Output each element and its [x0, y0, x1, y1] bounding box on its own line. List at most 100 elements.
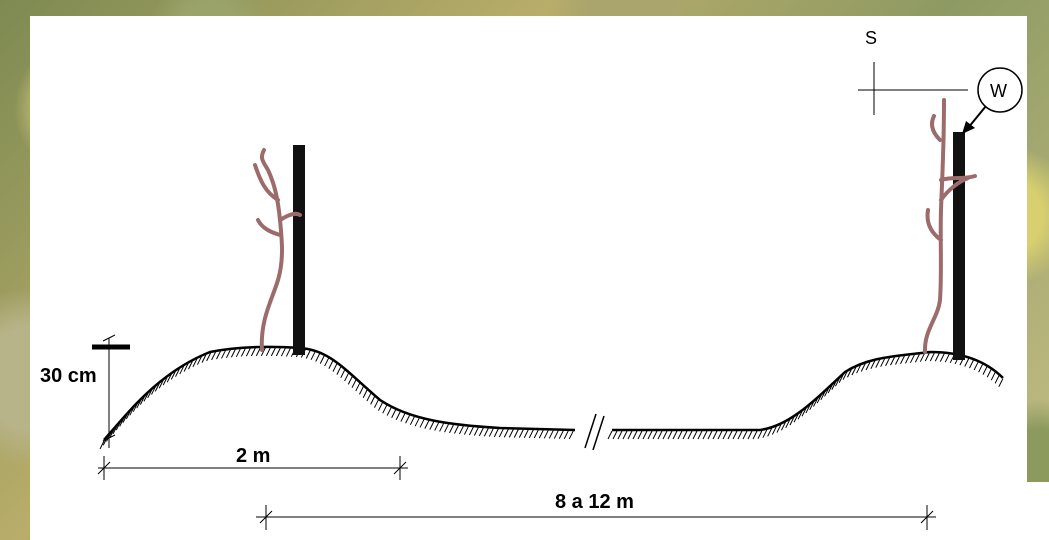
hatch-stroke	[890, 356, 895, 366]
hatch-stroke	[657, 430, 663, 440]
hatch-stroke	[112, 425, 118, 435]
hatch-stroke	[151, 386, 156, 395]
hatch-stroke	[468, 426, 474, 436]
hatch-stroke	[518, 429, 524, 438]
hatch-stroke	[667, 430, 673, 440]
hatch-stroke	[162, 376, 168, 386]
hatch-stroke	[771, 426, 777, 435]
hatch-stroke	[742, 430, 748, 440]
hatch-stroke	[722, 430, 728, 440]
hatch-stroke	[315, 353, 321, 362]
hatch-stroke	[175, 368, 180, 377]
row-spacing-tick-left-slash	[259, 510, 273, 524]
hatch-stroke	[533, 429, 539, 439]
hatch-stroke	[973, 361, 979, 371]
hatch-stroke	[109, 429, 115, 438]
hatch-stroke	[904, 355, 910, 364]
hatch-stroke	[553, 430, 559, 439]
hatch-stroke	[395, 411, 401, 420]
hatch-stroke	[662, 430, 668, 440]
hatch-stroke	[986, 369, 992, 378]
hatch-stroke	[473, 427, 479, 436]
hatch-stroke	[934, 353, 940, 362]
compass-arrow-line	[967, 105, 987, 129]
hatch-stroke	[305, 350, 311, 359]
hatch-stroke	[158, 380, 164, 389]
hatch-stroke	[543, 430, 549, 439]
hatch-stroke	[998, 378, 1004, 388]
hatch-stroke	[230, 349, 236, 358]
hatch-stroke	[260, 347, 266, 357]
hatch-stroke	[944, 353, 950, 363]
hatch-stroke	[216, 350, 221, 360]
hatch-stroke	[255, 347, 261, 357]
hatch-stroke	[846, 369, 852, 378]
hatch-stroke	[359, 386, 364, 395]
hatch-stroke	[478, 427, 484, 437]
hatch-stroke	[336, 366, 342, 375]
hatch-stroke	[409, 416, 415, 426]
hatch-stroke	[280, 347, 286, 357]
hatch-stroke	[528, 429, 534, 439]
left-post	[293, 145, 305, 355]
hatch-stroke	[801, 408, 807, 417]
hatch-stroke	[909, 354, 915, 364]
hatch-stroke	[747, 430, 753, 440]
hatch-stroke	[211, 351, 217, 361]
hatch-stroke	[513, 429, 519, 438]
hatch-stroke	[340, 369, 346, 379]
height-tick-top	[102, 334, 116, 342]
hatch-stroke	[990, 371, 996, 381]
hatch-stroke	[835, 377, 840, 387]
hatch-stroke	[245, 347, 251, 357]
hatch-stroke	[240, 348, 246, 357]
hatch-stroke	[914, 354, 920, 363]
hatch-stroke	[355, 382, 361, 392]
mound-width-label: 2 m	[236, 445, 270, 467]
hatch-stroke	[324, 357, 330, 367]
hatch-stroke	[382, 404, 388, 414]
ground-profile	[103, 345, 576, 441]
hatch-stroke	[366, 392, 372, 402]
hatch-stroke	[221, 350, 226, 359]
compass-w-circle	[977, 67, 1023, 113]
hatch-stroke	[637, 430, 643, 440]
hatch-stroke	[99, 440, 105, 450]
break-mark-1	[584, 413, 597, 449]
hatch-stroke	[789, 416, 795, 426]
hatch-stroke	[166, 374, 172, 383]
right-post	[953, 132, 965, 360]
hatch-stroke	[900, 355, 905, 365]
hatch-stroke	[498, 428, 504, 438]
hatch-stroke	[270, 347, 276, 357]
compass-w-label: W	[990, 81, 1007, 101]
hatch-stroke	[523, 429, 529, 438]
hatch-stroke	[250, 347, 256, 357]
height-tick-bottom	[102, 434, 116, 442]
hatch-stroke	[672, 430, 678, 440]
hatch-stroke	[444, 423, 449, 433]
hatch-stroke	[568, 430, 574, 440]
hatch-stroke	[429, 421, 435, 430]
hatch-stroke	[503, 428, 509, 438]
hatch-stroke	[737, 430, 743, 440]
hatch-stroke	[702, 430, 708, 440]
hatch-stroke	[856, 364, 862, 374]
hatch-stroke	[136, 399, 142, 409]
hatch-stroke	[488, 428, 494, 437]
hatch-stroke	[820, 391, 826, 401]
hatch-stroke	[969, 359, 974, 369]
hatch-stroke	[885, 357, 891, 367]
hatch-stroke	[929, 352, 935, 362]
right-vine	[922, 98, 977, 354]
hatch-stroke	[548, 430, 554, 439]
hatch-stroke	[463, 426, 469, 435]
hatch-stroke	[982, 366, 988, 375]
hatch-stroke	[870, 360, 876, 369]
hatch-stroke	[712, 430, 718, 440]
hatch-stroke	[235, 348, 241, 358]
hatch-stroke	[458, 425, 464, 435]
hatch-stroke	[188, 360, 193, 370]
hatch-stroke	[147, 389, 153, 399]
hatch-stroke	[386, 407, 392, 416]
